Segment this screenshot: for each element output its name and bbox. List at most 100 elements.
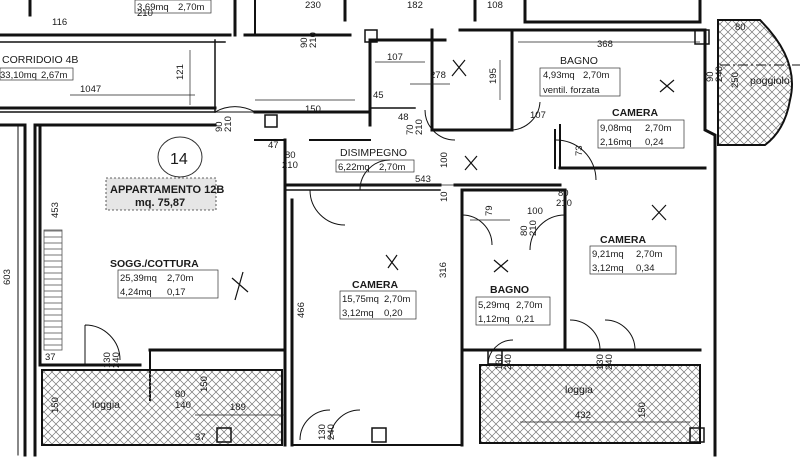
dim-label: 150	[199, 376, 210, 392]
wall-bagno-top-shaft	[430, 28, 514, 132]
dim-label: 37	[45, 352, 56, 363]
dim-label: 150	[637, 402, 648, 418]
camera-right-height: 2,70m	[636, 249, 662, 260]
dim-label: 90	[214, 121, 225, 132]
stair-shape	[43, 229, 63, 351]
dim-label: 100	[439, 152, 450, 168]
camera-main-name: CAMERA	[352, 279, 398, 291]
dim-label: 210	[282, 160, 298, 171]
dim-label: 80	[285, 150, 296, 161]
disimpegno-height: 2,70m	[379, 162, 405, 173]
dim-label: 230	[305, 0, 321, 11]
dim-label: 130	[494, 354, 505, 370]
camera-main-ratio: 0,20	[384, 308, 403, 319]
camera-main-height: 2,70m	[384, 294, 410, 305]
dim-label: 432	[575, 410, 591, 421]
dim-label: 210	[414, 119, 425, 135]
wall-camera-left	[283, 198, 294, 447]
dimension-labels: 116 230 182 108 368 80 1047 150 107 278 …	[45, 0, 746, 443]
camera-top-name: CAMERA	[612, 107, 658, 119]
disimpegno-name: DISIMPEGNO	[340, 147, 407, 159]
dim-label: 316	[438, 262, 449, 278]
dim-label: 240	[326, 424, 337, 440]
x-marks	[231, 59, 675, 301]
top-partial-height: 2,70m	[178, 2, 204, 13]
dim-label: 80	[519, 225, 530, 236]
camera-right-window-area: 3,12mq	[592, 263, 624, 274]
camera-main-window-area: 3,12mq	[342, 308, 374, 319]
wall-bagno-top-upper	[368, 28, 517, 42]
camera-right-ratio: 0,34	[636, 263, 655, 274]
poggiolo-name: poggiolo	[750, 75, 790, 87]
bagno-top-area: 4,93mq	[543, 70, 575, 81]
dim-label: 240	[503, 354, 514, 370]
loggia-right-shape	[479, 364, 701, 444]
info-boxes	[0, 0, 685, 326]
bagno-top-note: ventil. forzata	[543, 85, 600, 96]
dim-label: 70	[405, 124, 416, 135]
dim-label: 130	[317, 424, 328, 440]
bagno-bottom-height: 2,70m	[516, 300, 542, 311]
dim-label: 107	[530, 110, 546, 121]
bagno-top-name: BAGNO	[560, 55, 598, 67]
dim-label: 121	[175, 64, 186, 80]
apartment-title: APPARTAMENTO 12B	[110, 184, 224, 196]
dim-label: 240	[111, 352, 122, 368]
dim-label: 90	[705, 71, 716, 82]
wall-apt-left	[33, 123, 42, 457]
dim-label: 1047	[80, 84, 101, 95]
dim-label: 250	[730, 72, 741, 88]
wall-left-shaft	[0, 123, 27, 457]
dim-label: 130	[102, 352, 113, 368]
dim-label: 47	[268, 140, 279, 151]
dim-label: 150	[305, 104, 321, 115]
camera-right-area: 9,21mq	[592, 249, 624, 260]
corridoio-area: 33,10mq	[0, 70, 37, 81]
bagno-top-height: 2,70m	[583, 70, 609, 81]
dim-label: 210	[308, 32, 319, 48]
column-marks	[216, 29, 710, 443]
dim-label: 240	[604, 354, 615, 370]
dim-label: 368	[597, 39, 613, 50]
bagno-bottom-ratio: 0,21	[516, 314, 535, 325]
dim-label: 210	[137, 8, 153, 19]
dim-label: 116	[52, 17, 67, 28]
dimension-lines	[39, 41, 700, 423]
top-partial-area: 3,69mq	[137, 2, 169, 13]
apartment-area: mq. 75,87	[135, 197, 185, 209]
dim-label: 107	[387, 52, 403, 63]
camera-main-area: 15,75mq	[342, 294, 379, 305]
dim-label: 79	[484, 205, 495, 216]
dim-label: 543	[415, 174, 431, 185]
wall-camera-top-right	[703, 28, 717, 457]
walls	[0, 0, 717, 457]
apartment-title-box	[105, 177, 217, 211]
dim-label: 195	[488, 68, 499, 84]
wall-top-right	[523, 0, 702, 24]
dim-label: 140	[175, 400, 191, 411]
dim-label: 210	[528, 220, 539, 236]
apartment-badge: 14	[170, 151, 188, 168]
dim-label: 80	[175, 389, 186, 400]
disimpegno-area: 6,22mq	[338, 162, 370, 173]
soggiorno-area: 25,39mq	[120, 273, 157, 284]
soggiorno-name: SOGG./COTTURA	[110, 258, 199, 270]
dim-label: 100	[527, 206, 543, 217]
loggia-right-name: loggia	[565, 384, 593, 396]
dim-label: 37	[195, 432, 206, 443]
dim-label: 45	[373, 90, 384, 101]
loggia-left-name: loggia	[92, 399, 120, 411]
dim-label: 10	[439, 191, 450, 202]
camera-top-height: 2,70m	[645, 123, 671, 134]
wall-camera-top-left	[554, 124, 561, 169]
camera-top-window-area: 2,16mq	[600, 137, 632, 148]
corridoio-name: CORRIDOIO 4B	[2, 54, 78, 66]
dim-label: 453	[50, 202, 61, 218]
dimension-labels-vertical: 121 195 73 100 10 79 453 603 466 316 150…	[2, 32, 741, 440]
dim-label: 240	[714, 66, 725, 82]
dim-label: 48	[398, 112, 409, 123]
bagno-bottom-name: BAGNO	[490, 284, 529, 296]
camera-right-name: CAMERA	[600, 234, 646, 246]
corridoio-height: 2,67m	[41, 70, 67, 81]
